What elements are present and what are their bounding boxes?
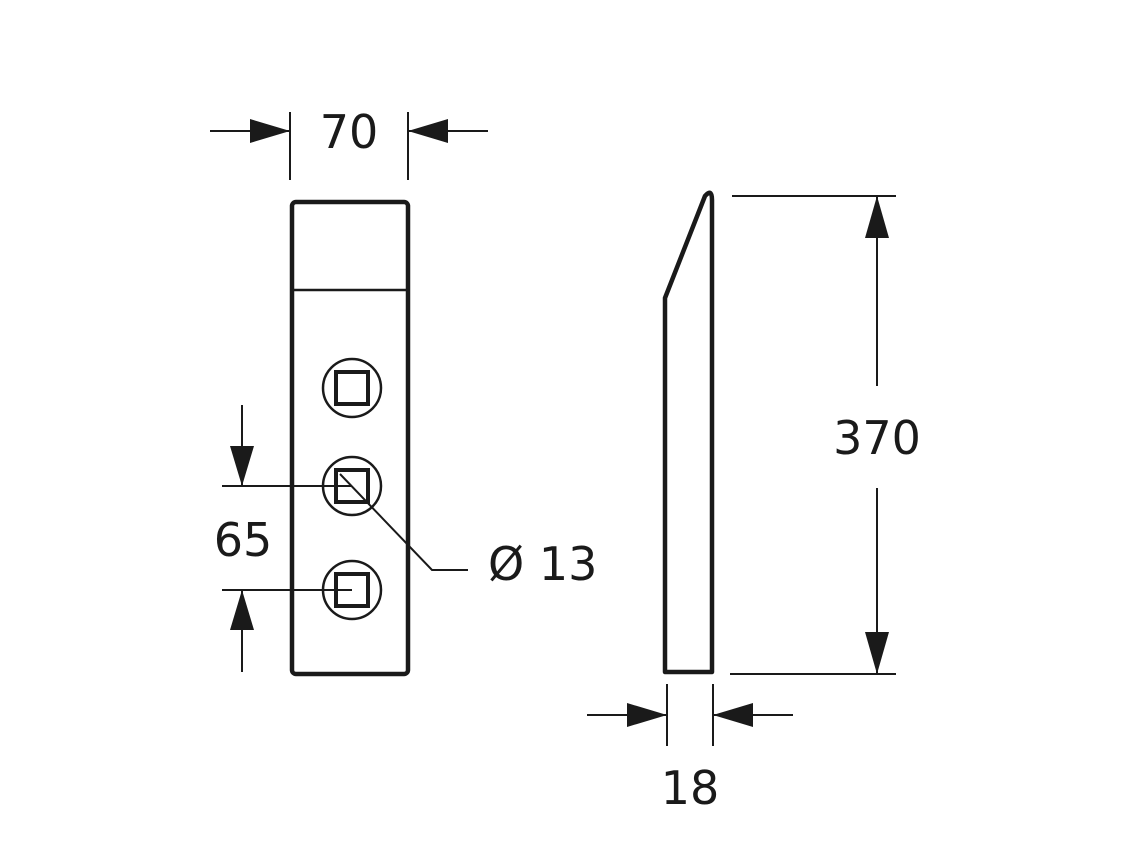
width-arrow-right [408,119,448,143]
hole-top [321,357,383,419]
hole-top-square [334,370,370,406]
thickness-arrow-left [627,703,667,727]
side-outline [662,190,715,675]
length-arrow-top [865,196,889,238]
thickness-dimension: 18 [587,684,793,815]
thickness-arrow-right [713,703,753,727]
hole-spacing-label: 65 [214,513,273,567]
length-label: 370 [833,411,921,465]
hole-top-circle [321,357,383,419]
spacing-arrow-bottom [230,590,254,630]
diameter-leader: Ø 13 [339,473,597,591]
width-label: 70 [320,105,379,159]
diameter-leader-line [339,473,468,571]
thickness-label: 18 [661,761,720,815]
front-view [289,199,411,677]
length-dimension: 370 [730,195,921,675]
width-arrow-left [250,119,290,143]
front-outline [289,199,411,677]
spacing-arrow-top [230,446,254,486]
width-dimension: 70 [210,105,488,180]
hole-spacing-dimension: 65 [214,405,352,672]
hole-diameter-label: Ø 13 [488,537,597,591]
side-view [662,190,715,675]
length-arrow-bottom [865,632,889,674]
